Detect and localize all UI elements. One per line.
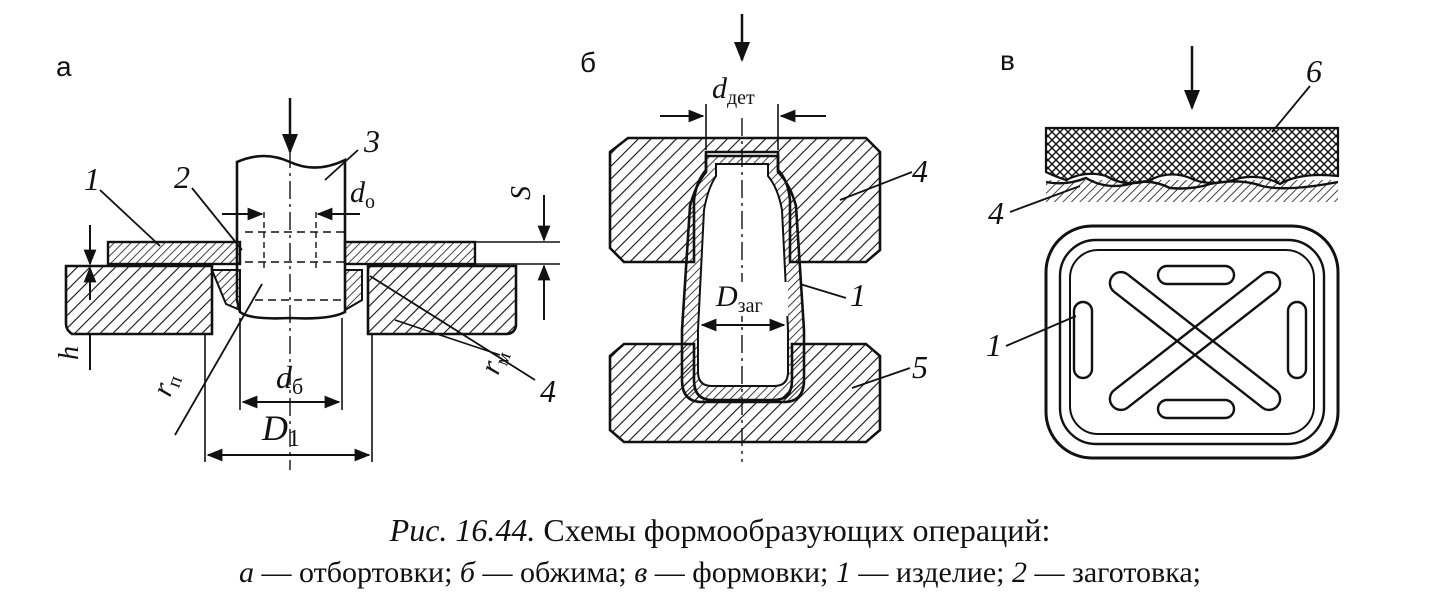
caption-text-b: — обжима;: [475, 556, 635, 589]
caption-text-v: — формовки;: [647, 556, 836, 589]
part-outline-bead: [1069, 249, 1315, 435]
label-2a: 2: [174, 159, 190, 195]
label-s: S: [506, 186, 537, 200]
leader-1b: [799, 283, 847, 299]
caption-mark-b: б: [459, 556, 476, 589]
flange-right: [344, 269, 363, 312]
part-outline-outer: [1044, 224, 1340, 460]
caption-mark-v: в: [634, 556, 648, 589]
part-outline-inner: [1058, 238, 1326, 446]
label-1b: 1: [850, 277, 866, 313]
caption-mark-a: а: [238, 556, 254, 589]
x-ribs: [1108, 270, 1282, 412]
leader-rm: [394, 319, 501, 356]
caption-text-a: — отбортовки;: [253, 556, 460, 589]
label-4v: 4: [988, 195, 1004, 231]
caption-mark-2: 2: [1012, 556, 1028, 589]
label-D1: D1: [261, 408, 300, 452]
label-d0: dо: [350, 176, 375, 213]
figure-caption: Рис. 16.44. Схемы формообразующих операц…: [0, 508, 1440, 594]
leader-4v: [1009, 185, 1081, 213]
leader-rp: [174, 283, 263, 436]
leader-6v: [1271, 85, 1311, 133]
label-6v: 6: [1306, 53, 1322, 89]
label-1a: 1: [84, 161, 100, 197]
slot-left: [1072, 300, 1094, 380]
label-5b: 5: [912, 349, 928, 385]
label-dzag: Dзаг: [715, 280, 763, 317]
label-ddet: dдет: [712, 72, 755, 109]
panel-b-letter: б: [580, 47, 596, 78]
caption-line-1: Рис. 16.44. Схемы формообразующих операц…: [0, 508, 1440, 552]
slot-right: [1286, 300, 1308, 380]
elastic-pad: [1044, 126, 1340, 186]
leader-3a: [324, 149, 359, 181]
leader-4a: [369, 275, 536, 381]
die-left: [64, 264, 214, 336]
label-4b: 4: [912, 153, 928, 189]
panel-v-formovka: в 6 4 1: [986, 45, 1340, 460]
workpiece-cavity: [697, 163, 789, 387]
label-db: dб: [276, 359, 303, 399]
die-right: [366, 264, 518, 336]
panel-b-obzhim: б dдет Dзаг 4 1 5: [580, 14, 928, 462]
leader-5b: [851, 367, 911, 389]
panel-v-letter: в: [1000, 45, 1015, 76]
caption-mark-1: 1: [835, 556, 851, 589]
form-die: [1046, 180, 1338, 202]
flange-left: [210, 269, 241, 312]
punch: [235, 154, 347, 320]
leader-2a: [191, 187, 243, 251]
leader-1v: [1005, 315, 1077, 347]
caption-line-2: а — отбортовки; б — обжима; в — формовки…: [0, 552, 1440, 594]
blank-right: [343, 240, 477, 266]
leader-1a: [99, 189, 161, 247]
figure-title: Схемы формообразующих операций:: [543, 512, 1051, 548]
dzag-label-bg: [714, 282, 788, 316]
slot-bottom: [1156, 398, 1236, 420]
label-rm: rм: [474, 344, 516, 380]
panel-a-otbortovka: а S h dо: [54, 51, 560, 470]
label-rp: rп: [146, 368, 188, 402]
label-4a: 4: [540, 373, 556, 409]
caption-text-2: — заготовка;: [1027, 556, 1201, 589]
label-1v: 1: [986, 327, 1002, 363]
leader-4b: [839, 171, 913, 201]
label-h: h: [54, 346, 85, 360]
formed-sheet: [1045, 176, 1339, 190]
panel-a-letter: а: [56, 51, 72, 82]
slot-top: [1156, 264, 1236, 286]
blank-left: [106, 240, 242, 266]
label-3a: 3: [363, 123, 380, 159]
caption-text-1: — изделие;: [850, 556, 1013, 589]
figure-number: Рис. 16.44.: [389, 512, 536, 548]
